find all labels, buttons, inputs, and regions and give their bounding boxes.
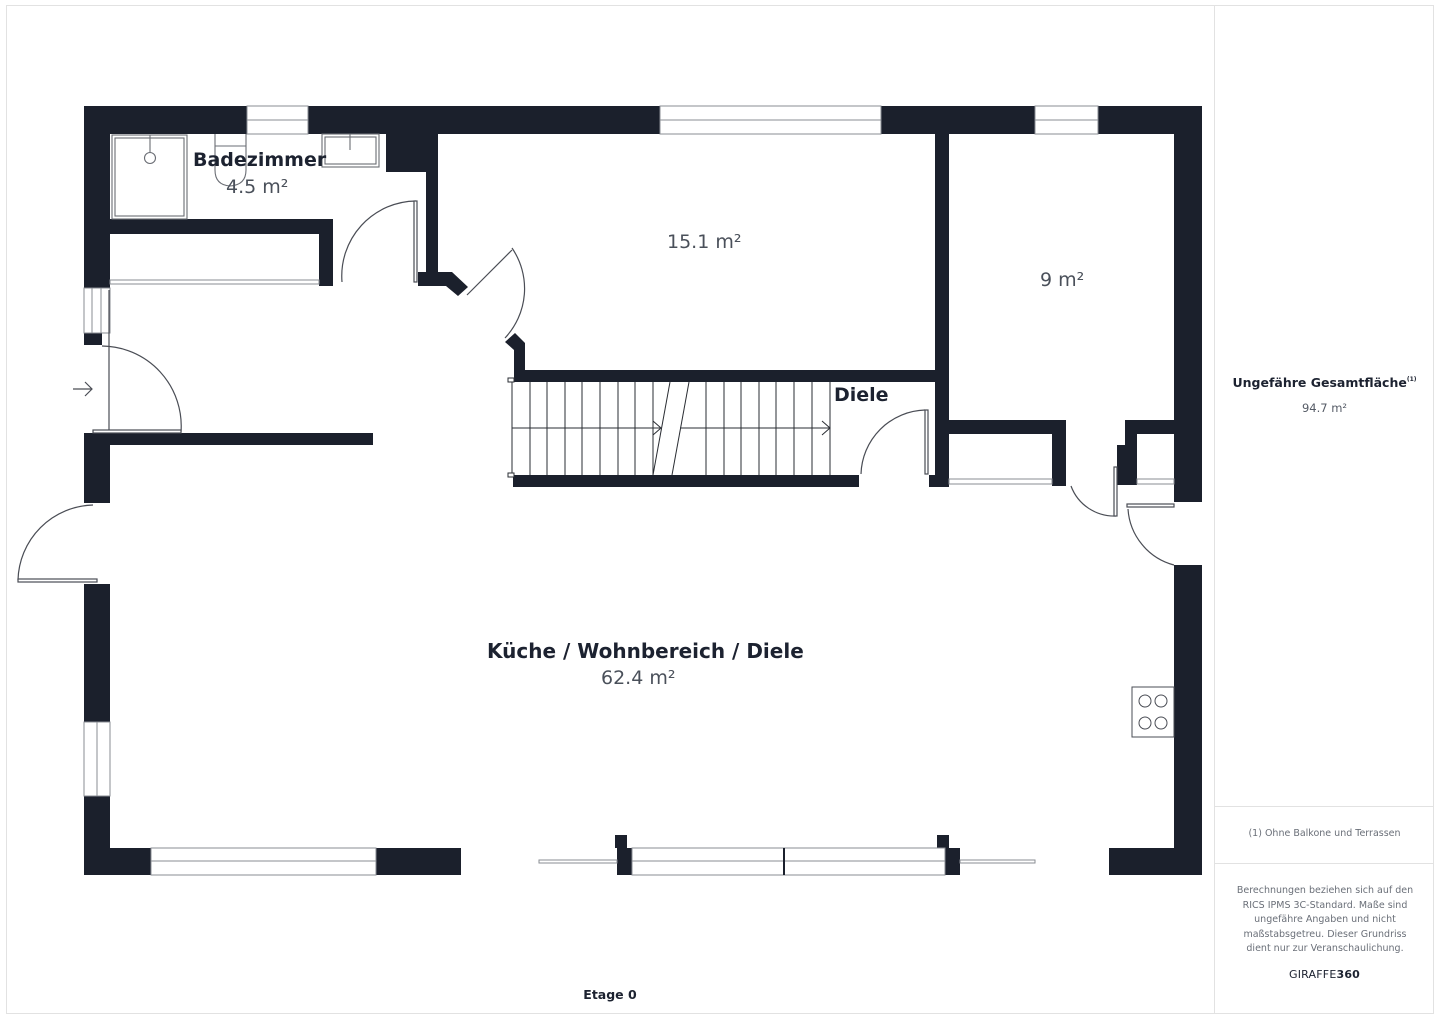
sidebar-divider (1215, 806, 1434, 807)
info-sidebar: Ungefähre Gesamtfläche(1) 94.7 m² (1) Oh… (1214, 5, 1434, 1014)
stair-arrow-icon (821, 420, 831, 436)
total-area-label-text: Ungefähre Gesamtfläche (1232, 375, 1407, 390)
floor-plan (17, 105, 1202, 876)
brand-suffix: 360 (1336, 968, 1361, 981)
entrance-arrow-icon (73, 381, 93, 397)
room-name-living: Küche / Wohnbereich / Diele (487, 639, 804, 663)
cooktop-icon (1131, 686, 1175, 738)
brand-prefix: GIRAFFE (1288, 968, 1337, 981)
sidebar-divider (1215, 863, 1434, 864)
total-area-label: Ungefähre Gesamtfläche(1) (1215, 375, 1434, 390)
room-area-9: 9 m² (1040, 269, 1085, 291)
room-name-bathroom: Badezimmer (193, 149, 327, 171)
bathroom-fixtures (111, 133, 380, 220)
disclaimer: Berechnungen beziehen sich auf den RICS … (1236, 885, 1414, 954)
footnote-ref: (1) (1406, 376, 1417, 383)
room-area-15: 15.1 m² (667, 231, 742, 253)
stair-arrow-icon (652, 420, 662, 436)
room-area-living: 62.4 m² (601, 667, 676, 689)
floor-label: Etage 0 (583, 987, 637, 1002)
staircase (507, 377, 831, 478)
room-area-bathroom: 4.5 m² (226, 176, 289, 198)
footnote: (1) Ohne Balkone und Terrassen (1248, 828, 1401, 839)
walls (84, 106, 1202, 875)
windows (83, 105, 1175, 876)
page-frame (6, 5, 1434, 1014)
doors (17, 200, 1175, 583)
brand-logo: GIRAFFE360 (1215, 968, 1434, 981)
total-area-value: 94.7 m² (1301, 401, 1348, 415)
room-name-hall: Diele (834, 384, 889, 406)
toilet-icon (214, 134, 247, 187)
